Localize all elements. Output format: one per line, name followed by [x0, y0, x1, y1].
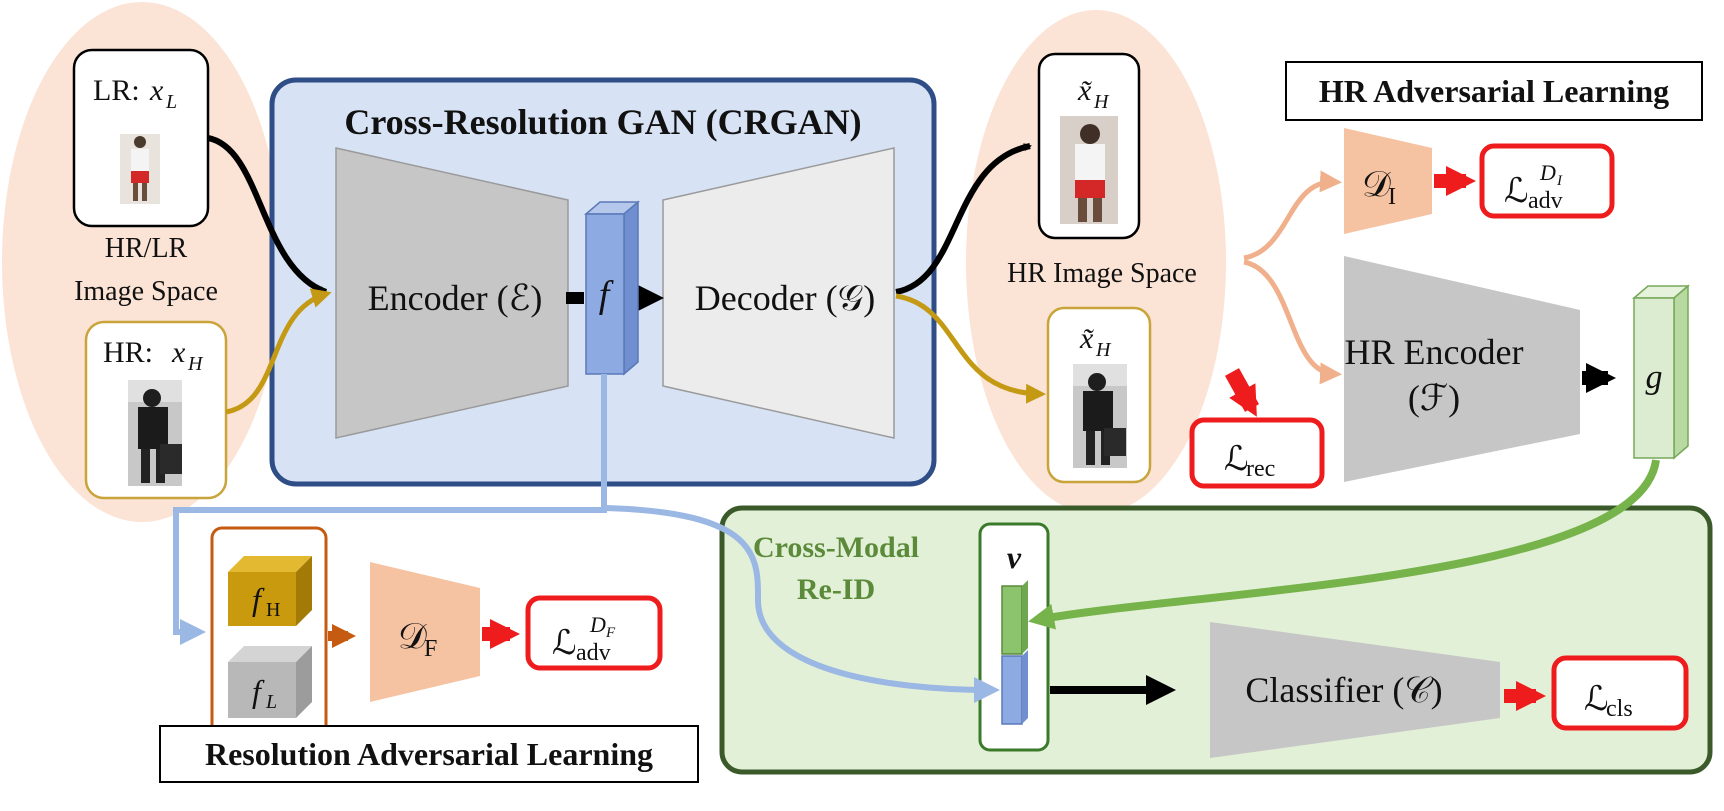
hr-encoder-label-1: HR Encoder [1345, 332, 1524, 372]
feature-fl-subscript: L [265, 691, 277, 713]
hr-input-subscript: H [187, 353, 204, 375]
crgan-title: Cross-Resolution GAN (CRGAN) [344, 102, 861, 142]
lr-input-label: LR: [93, 74, 140, 107]
cross-modal-title-2: Re-ID [797, 573, 875, 606]
f-to-v-arrow [603, 505, 1000, 703]
decoder-to-hr-top-arrow [895, 143, 1032, 295]
reconstructed-hr-top-thumbnail [1060, 116, 1118, 224]
feature-v-label: v [1007, 539, 1022, 575]
hr-adversarial-title: HR Adversarial Learning [1319, 73, 1669, 109]
feature-v-blue-part [1001, 650, 1028, 725]
lr-input-symbol: x [149, 74, 164, 107]
reconstructed-hr-bottom-thumbnail [1073, 364, 1127, 468]
hr-space-to-hr-encoder-arrow [1243, 259, 1342, 385]
hr-to-encoder-arrow [225, 288, 332, 415]
cls-loss-symbol: ℒ [1584, 681, 1609, 718]
lr-person-thumbnail [120, 134, 160, 204]
classifier-block [1210, 622, 1500, 758]
discriminator-f-symbol: 𝒟 [398, 616, 427, 656]
hr-encoder-label-2: (ℱ) [1408, 378, 1460, 418]
adv-loss-f-subscript: adv [576, 640, 611, 666]
lr-to-encoder-arrow [207, 135, 328, 295]
rec-loss-symbol: ℒ [1224, 441, 1249, 478]
adv-loss-i-symbol: ℒ [1504, 173, 1529, 210]
hr-person-thumbnail [128, 380, 182, 486]
hr-space-to-di-arrow [1243, 170, 1342, 261]
hr-image-space-label: HR Image Space [1007, 258, 1197, 289]
hr-adversarial-title-box [1285, 61, 1703, 121]
encoder-label: Encoder (ℰ) [368, 278, 543, 318]
encoder-block [335, 147, 569, 439]
adv-loss-i-superscript: D [1539, 160, 1556, 185]
adv-loss-f-superscript: D [589, 612, 606, 637]
adv-loss-f-box [525, 595, 663, 671]
adv-loss-i-box [1479, 143, 1615, 219]
feature-fl-cube [228, 646, 312, 718]
cls-loss-box [1551, 655, 1689, 731]
discriminator-f-block [370, 562, 480, 702]
classifier-label: Classifier (𝒞) [1245, 670, 1442, 710]
decoder-label: Decoder (𝒢) [695, 278, 876, 318]
lr-input-subscript: L [165, 91, 177, 113]
hr-lr-space-label-2: Image Space [74, 276, 218, 307]
discriminator-i-block [1344, 128, 1432, 234]
reconstructed-hr-top-symbol: x̃ [1077, 74, 1092, 107]
reconstructed-hr-top-subscript: H [1093, 91, 1110, 113]
hr-input-label: HR: [103, 336, 153, 369]
g-to-v-arrow [1028, 459, 1660, 630]
rec-loss-arrow [1225, 368, 1259, 417]
feature-g-label: g [1646, 359, 1663, 396]
feature-g-vector [1631, 284, 1691, 460]
feature-f-vector [583, 200, 641, 376]
decoder-block [662, 147, 895, 439]
adv-loss-i-superscript-sub: I [1556, 173, 1563, 189]
hr-input-symbol: x [171, 336, 186, 369]
resolution-adversarial-title: Resolution Adversarial Learning [205, 736, 653, 772]
rec-loss-box [1189, 417, 1325, 489]
feature-fh-subscript: H [266, 599, 280, 621]
f-to-resolution-adv-arrow [173, 374, 607, 645]
rec-loss-subscript: rec [1246, 456, 1275, 482]
adv-loss-f-superscript-sub: F [605, 625, 616, 641]
cls-loss-subscript: cls [1606, 696, 1633, 722]
adv-loss-f-symbol: ℒ [552, 625, 577, 662]
adv-loss-i-subscript: adv [1528, 188, 1563, 214]
discriminator-i-subscript: I [1388, 184, 1396, 210]
cross-modal-title-1: Cross-Modal [753, 531, 919, 564]
hr-encoder-block [1344, 256, 1580, 482]
reconstructed-hr-bottom-subscript: H [1095, 339, 1112, 361]
feature-v-green-part [1001, 580, 1028, 655]
feature-fh-cube [228, 556, 312, 626]
discriminator-i-symbol: 𝒟 [1362, 164, 1391, 204]
resolution-adversarial-title-box [159, 725, 699, 783]
decoder-to-hr-bottom-arrow [895, 293, 1046, 404]
reconstructed-hr-bottom-symbol: x̃ [1079, 322, 1094, 355]
discriminator-f-subscript: F [424, 636, 437, 662]
hr-lr-space-label-1: HR/LR [105, 233, 188, 264]
